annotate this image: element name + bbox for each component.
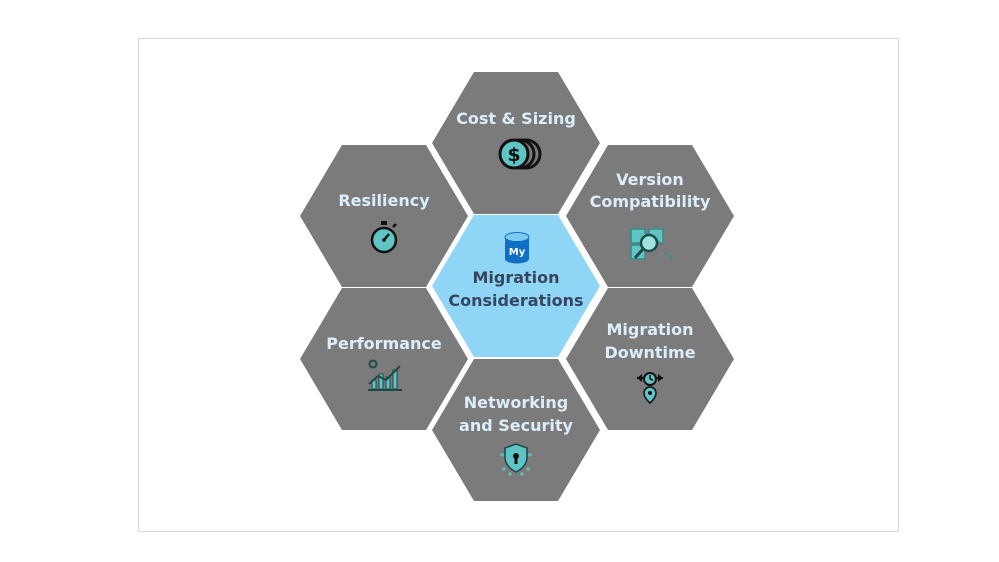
hex-label: Version (616, 170, 684, 189)
hex-label: Migration (472, 268, 560, 287)
hex-label: Compatibility (589, 192, 711, 211)
stopwatch-icon (370, 221, 398, 254)
mysql-database-icon: My (504, 232, 530, 264)
mysql-badge-text: My (509, 247, 526, 258)
hex-label: Considerations (448, 291, 584, 310)
puzzle-magnifier-icon (630, 228, 673, 260)
bar-chart-trend-icon (368, 359, 402, 391)
hex-label: Performance (326, 334, 442, 353)
svg-text:$: $ (507, 144, 520, 166)
hex-label: Resiliency (338, 191, 430, 210)
hex-resiliency: Resiliency (300, 145, 468, 287)
shield-keyhole-icon (500, 443, 532, 476)
hex-label: Downtime (604, 343, 696, 362)
hex-label: Networking (463, 393, 569, 412)
clock-arrows-pin-icon (637, 372, 663, 404)
hex-label: Migration (606, 320, 694, 339)
hex-label: and Security (459, 416, 573, 435)
hex-label: Cost & Sizing (456, 109, 576, 128)
dollar-coins-icon: $ (498, 138, 542, 170)
